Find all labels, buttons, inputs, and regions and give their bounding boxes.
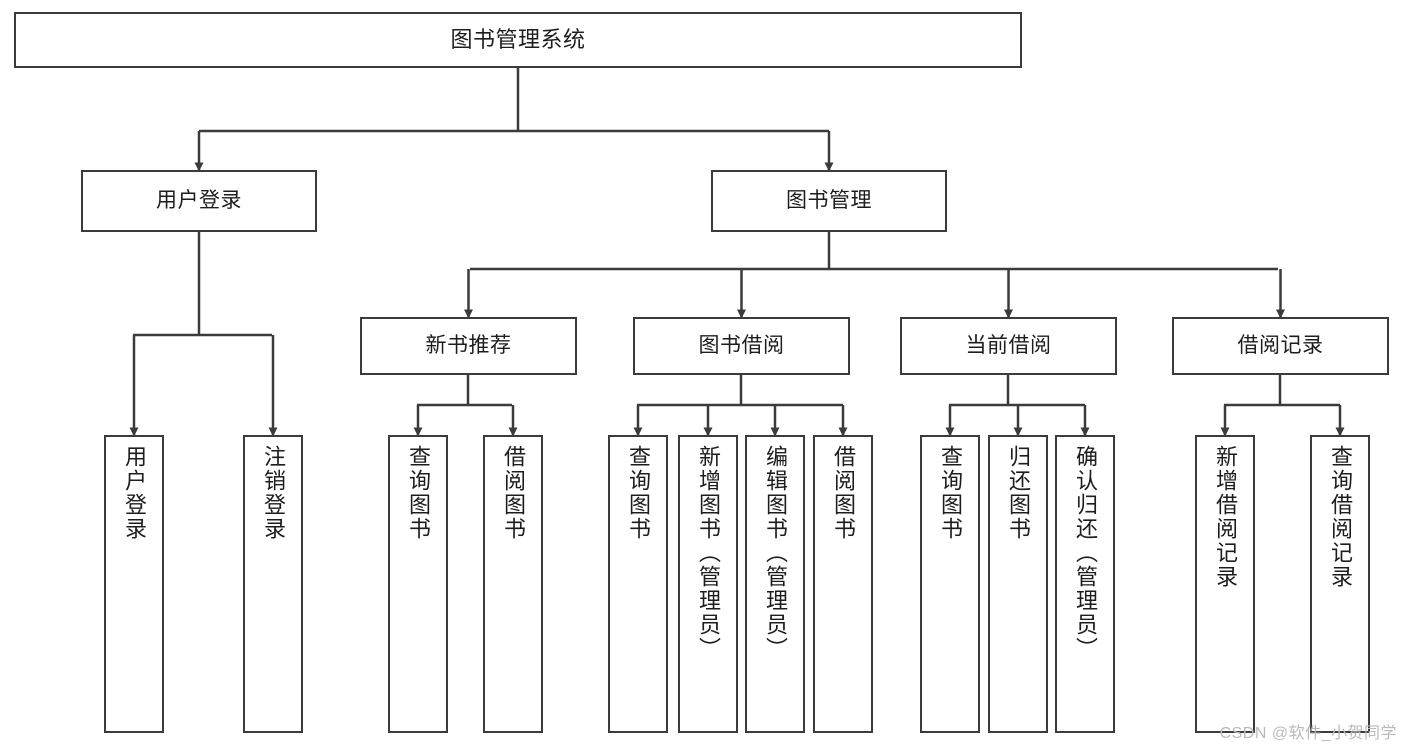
node-book-borrow[interactable]: 图书借阅 [633, 317, 850, 375]
node-book-manage[interactable]: 图书管理 [711, 170, 947, 232]
node-label: 用户登录 [122, 445, 147, 541]
node-new-book-recommend[interactable]: 新书推荐 [360, 317, 577, 375]
node-leaf-edit-book[interactable]: 编辑图书（管理员） [745, 435, 805, 733]
node-leaf-add-book[interactable]: 新增图书（管理员） [678, 435, 738, 733]
node-leaf-query-book-3[interactable]: 查询图书 [920, 435, 980, 733]
node-leaf-borrow-book-1[interactable]: 借阅图书 [483, 435, 543, 733]
node-leaf-borrow-book-2[interactable]: 借阅图书 [813, 435, 873, 733]
node-label: 借阅记录 [1237, 333, 1324, 357]
node-leaf-logout[interactable]: 注销登录 [243, 435, 303, 733]
node-leaf-add-record[interactable]: 新增借阅记录 [1195, 435, 1255, 733]
node-root[interactable]: 图书管理系统 [14, 12, 1022, 68]
node-label: 注销登录 [261, 445, 286, 541]
node-leaf-query-record[interactable]: 查询借阅记录 [1310, 435, 1370, 733]
node-leaf-query-book-2[interactable]: 查询图书 [608, 435, 668, 733]
node-label: 用户登录 [156, 188, 242, 212]
node-user-login[interactable]: 用户登录 [81, 170, 317, 232]
node-current-borrow[interactable]: 当前借阅 [900, 317, 1117, 375]
node-label: 编辑图书（管理员） [763, 445, 788, 661]
node-label: 图书管理系统 [450, 27, 586, 53]
node-label: 新增借阅记录 [1213, 445, 1238, 589]
csdn-watermark: CSDN @软件_小贺同学 [1219, 725, 1397, 742]
node-leaf-query-book-1[interactable]: 查询图书 [388, 435, 448, 733]
node-leaf-confirm-return[interactable]: 确认归还（管理员） [1055, 435, 1115, 733]
node-label: 图书借阅 [698, 333, 785, 357]
node-label: 查询图书 [626, 445, 651, 541]
node-borrow-record[interactable]: 借阅记录 [1172, 317, 1389, 375]
node-label: 确认归还（管理员） [1073, 445, 1098, 661]
node-label: 借阅图书 [831, 445, 856, 541]
node-label: 图书管理 [786, 188, 872, 212]
node-leaf-user-login[interactable]: 用户登录 [104, 435, 164, 733]
node-label: 查询图书 [938, 445, 963, 541]
node-label: 新增图书（管理员） [696, 445, 721, 661]
node-label: 新书推荐 [425, 333, 512, 357]
node-label: 查询借阅记录 [1328, 445, 1353, 589]
node-label: 借阅图书 [501, 445, 526, 541]
node-label: 归还图书 [1006, 445, 1031, 541]
node-label: 当前借阅 [965, 333, 1052, 357]
node-label: 查询图书 [406, 445, 431, 541]
node-leaf-return-book[interactable]: 归还图书 [988, 435, 1048, 733]
